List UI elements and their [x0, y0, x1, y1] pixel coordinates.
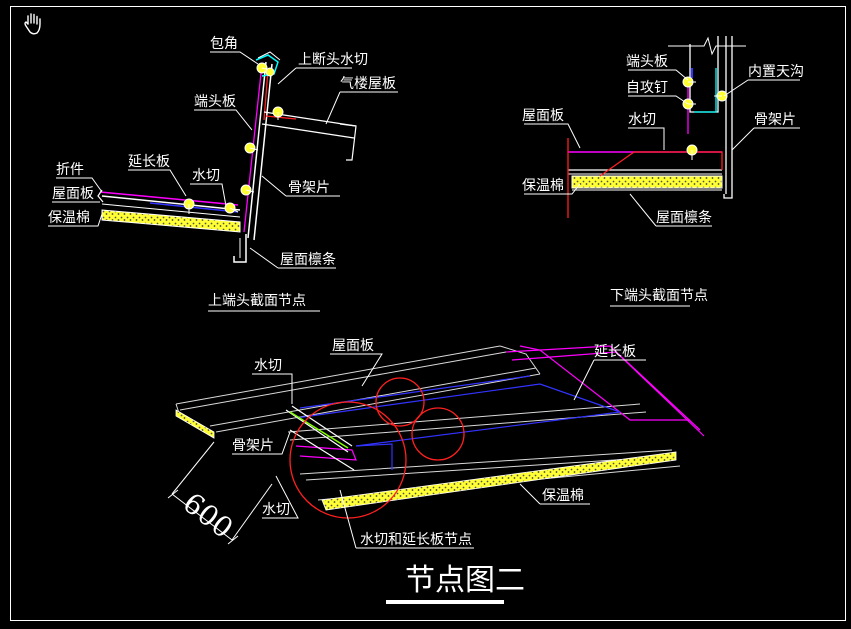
dimension-600: 600: [177, 486, 239, 545]
upper-end-detail: 包角 上断头水切 气楼屋板 端头板 折件 延长板 水切 骨架片 屋面板 保温棉 …: [48, 36, 398, 312]
caption-upper: 上端头截面节点: [208, 293, 306, 309]
label-iso-insulation: 保温棉: [542, 487, 584, 504]
extension-panel-outline: [295, 345, 705, 461]
gutter-wall-left: [689, 36, 719, 113]
caption-iso: 水切和延长板节点: [360, 532, 472, 548]
screw-icon: [244, 142, 259, 154]
screw-icon: [265, 67, 275, 77]
screw-icon: [686, 144, 698, 160]
screw-icon: [682, 98, 696, 110]
dimension-line: [167, 441, 273, 545]
skeleton-line: [253, 63, 273, 241]
leader-lines: [48, 51, 398, 269]
isometric-detail: 600 屋面板 延长板 水切 骨架片 水切 保温棉 水切和延长板节点: [167, 338, 705, 549]
flashing-line: [149, 202, 239, 213]
gutter-cyan: [694, 68, 717, 113]
hand-icon[interactable]: [24, 13, 41, 35]
gable-panel-bottom: [261, 123, 355, 139]
label-lower-skeleton: 骨架片: [754, 112, 796, 128]
label-insulation: 保温棉: [48, 209, 90, 226]
detail-circle-small-1: [375, 377, 425, 427]
detail-circle-small-2: [411, 407, 465, 461]
screw-icon: [714, 90, 728, 102]
label-lower-purlin: 屋面檩条: [656, 209, 712, 226]
roof-panel-line: [101, 195, 241, 211]
purlin-shape: [233, 234, 247, 263]
drawing-title: 节点图二: [405, 563, 525, 598]
fold-piece-line: [97, 189, 104, 203]
iso-leader-lines: [232, 353, 646, 549]
label-gable-roof-panel: 气楼屋板: [340, 76, 396, 92]
label-end-panel: 端头板: [194, 94, 236, 110]
gutter-wall-right-2: [723, 36, 733, 199]
label-corner: 包角: [210, 36, 238, 52]
label-lower-end-panel: 端头板: [626, 54, 668, 70]
lower-red-flashing: [599, 151, 723, 177]
label-upper-flashing: 上断头水切: [298, 52, 368, 68]
insulation-layer: [101, 209, 241, 233]
label-lower-screw: 自攻钉: [626, 80, 668, 96]
label-iso-roof-panel: 屋面板: [332, 338, 374, 354]
title-underline: [386, 600, 504, 604]
label-iso-flashing-top: 水切: [254, 358, 282, 374]
label-fold-piece: 折件: [56, 162, 84, 178]
break-line: [668, 36, 746, 56]
screw-icon: [682, 76, 696, 88]
screw-icon: [183, 198, 195, 214]
caption-lower: 下端头截面节点: [610, 288, 708, 304]
flashing-outline: [295, 375, 621, 470]
label-purlin: 屋面檩条: [280, 251, 336, 268]
gable-panel-end: [339, 123, 357, 161]
label-flashing: 水切: [192, 168, 220, 184]
label-lower-gutter: 内置天沟: [748, 64, 804, 80]
iso-skeleton: [285, 405, 355, 471]
label-roof-panel: 屋面板: [52, 186, 94, 202]
lower-end-detail: 端头板 自攻钉 内置天沟 屋面板 水切 骨架片 保温棉 屋面檩条 下端头截面节点: [522, 36, 804, 307]
extension-panel-line: [99, 191, 239, 206]
gable-panel-red: [265, 115, 297, 120]
lower-leader-lines: [524, 69, 800, 227]
screw-icon: [224, 202, 239, 214]
corner-white: [257, 51, 281, 61]
label-extension-panel: 延长板: [128, 154, 170, 170]
label-skeleton: 骨架片: [288, 180, 330, 196]
roof-panel-ribs: [175, 345, 681, 501]
screw-icon: [256, 62, 271, 74]
label-lower-flashing: 水切: [628, 112, 656, 128]
screw-icon: [240, 184, 255, 196]
iso-green-strip: [289, 411, 349, 449]
viewport-frame: [10, 6, 846, 621]
iso-insulation-1: [175, 409, 215, 439]
label-lower-insulation: 保温棉: [522, 177, 564, 194]
label-iso-skeleton: 骨架片: [232, 438, 274, 454]
iso-insulation-2: [321, 451, 677, 511]
lower-insulation: [571, 175, 723, 189]
roof-panel-line-2: [101, 203, 241, 218]
label-lower-roof-panel: 屋面板: [522, 108, 564, 124]
label-iso-flashing-bottom: 水切: [262, 502, 290, 518]
label-iso-extension-panel: 延长板: [594, 344, 636, 360]
screw-icon: [272, 106, 284, 120]
